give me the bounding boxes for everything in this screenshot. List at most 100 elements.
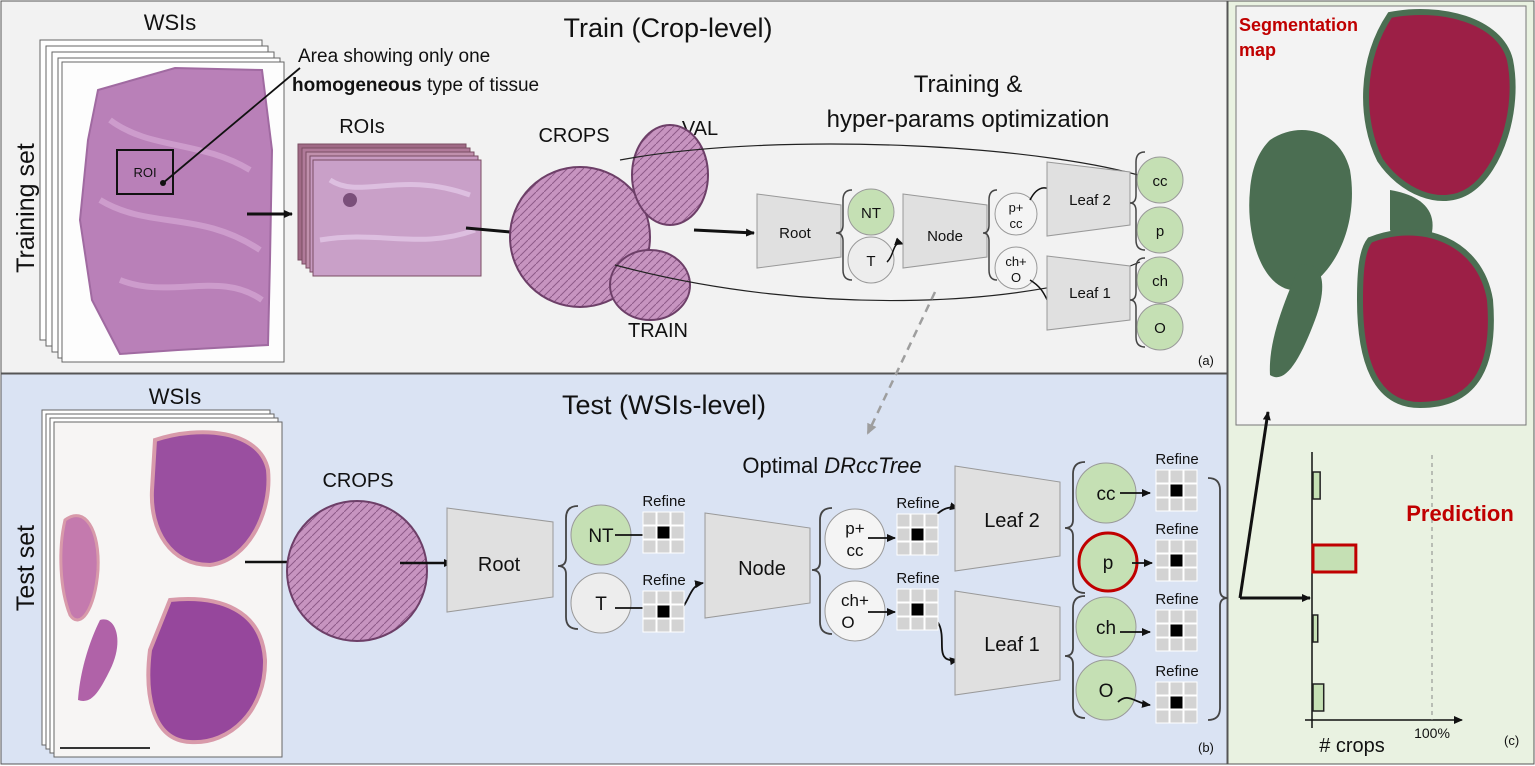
refine-cell: [642, 604, 657, 619]
svg-text:ch+: ch+: [841, 591, 869, 610]
svg-text:T: T: [866, 253, 875, 270]
refine-center-cell: [656, 525, 671, 540]
refine-cell: [642, 539, 657, 554]
train-root-block: [756, 193, 842, 269]
refine-cell: [1169, 539, 1184, 554]
rois-label: ROIs: [339, 116, 385, 138]
train-tissue: [78, 66, 274, 356]
roi-note-line2: homogeneous type of tissue: [292, 75, 539, 96]
train-wsis-label: WSIs: [144, 10, 197, 35]
train-leaf-cc: [1136, 156, 1184, 204]
refine-cell: [1155, 539, 1170, 554]
optim-line2: hyper-params optimization: [827, 106, 1110, 133]
train-leaf2-block: [1046, 161, 1131, 237]
optimal-tree-label: Optimal DRccTree: [742, 453, 921, 478]
refine-cell: [896, 527, 911, 542]
refine-cell: [1155, 681, 1170, 696]
test-wsis-label: WSIs: [149, 384, 202, 409]
svg-text:Leaf 1: Leaf 1: [984, 634, 1040, 656]
train-node-cho: [994, 246, 1038, 290]
chart-xlabel: # crops: [1319, 735, 1385, 757]
svg-text:cc: cc: [1010, 216, 1024, 231]
refine-cell: [896, 513, 911, 528]
refine-cell: [1155, 497, 1170, 512]
refine-cell: [642, 525, 657, 540]
refine-cell: [1169, 567, 1184, 582]
train-leaf-ch: [1136, 256, 1184, 304]
segmentation-map: [1249, 9, 1516, 409]
refine-grid-pcc: Refine: [896, 495, 940, 556]
svg-text:p+: p+: [845, 519, 864, 538]
refine-cell: [924, 602, 939, 617]
val-curve: [619, 143, 1161, 183]
refine-grid-p: Refine: [1155, 521, 1199, 582]
refine-cell: [1169, 609, 1184, 624]
test-leaf1-block: [954, 590, 1061, 696]
svg-text:O: O: [1154, 320, 1166, 337]
test-node-brace: [811, 507, 833, 635]
test-wsi-stack: [41, 409, 283, 758]
refine-label: Refine: [896, 570, 939, 587]
optim-line1: Training &: [914, 71, 1023, 98]
test-leaf-ch: [1075, 596, 1137, 658]
svg-text:cc: cc: [847, 541, 865, 560]
prediction-bar-p: [1311, 543, 1358, 574]
svg-text:T: T: [595, 594, 607, 615]
train-node-pcc: [994, 192, 1038, 236]
svg-text:Root: Root: [478, 554, 521, 576]
val-crops-cluster: [631, 124, 709, 226]
refine-label: Refine: [642, 493, 685, 510]
svg-text:NT: NT: [861, 205, 881, 222]
refine-grid-cho: Refine: [896, 570, 940, 631]
refine-cell: [642, 618, 657, 633]
model-transfer-arrow: [866, 291, 937, 435]
train-root-label: Root: [779, 225, 812, 242]
prediction-to-map-arrow: [1238, 411, 1271, 599]
refine-cell: [1169, 709, 1184, 724]
refine-cell: [1183, 609, 1198, 624]
refine-cell: [656, 539, 671, 554]
refine-cell: [1155, 695, 1170, 710]
test-root-block: [446, 507, 554, 613]
refine-grid-cc: Refine: [1155, 451, 1199, 512]
refine-cell: [896, 616, 911, 631]
refine-cell: [670, 511, 685, 526]
prediction-bar-cc: [1312, 471, 1321, 500]
refine-cell: [896, 588, 911, 603]
refine-cell: [1183, 469, 1198, 484]
refine-cell: [642, 590, 657, 605]
panel-b-tag: (b): [1198, 740, 1214, 755]
refine-cell: [1183, 483, 1198, 498]
refine-cell: [1183, 539, 1198, 554]
refine-cell: [1155, 637, 1170, 652]
refine-center-cell: [1169, 483, 1184, 498]
refine-cell: [1169, 469, 1184, 484]
svg-text:p: p: [1103, 553, 1114, 574]
test-node-t: [570, 572, 632, 634]
train-node-nt: [847, 188, 895, 236]
refine-cell: [1169, 497, 1184, 512]
prediction-bar-ch: [1312, 614, 1319, 643]
train-split-label: TRAIN: [628, 320, 688, 342]
refine-cell: [910, 616, 925, 631]
refine-cell: [924, 541, 939, 556]
test-leaf-p: [1077, 531, 1139, 593]
test-node-cho: [824, 580, 886, 642]
prediction-chart: [1305, 452, 1463, 728]
refine-cell: [924, 588, 939, 603]
refine-cell: [1155, 483, 1170, 498]
refine-cell: [1155, 553, 1170, 568]
train-leaf-p: [1136, 206, 1184, 254]
refine-center-cell: [910, 527, 925, 542]
test-tissue-left: [59, 514, 100, 622]
refine-grid-ch: Refine: [1155, 591, 1199, 652]
test-node-pcc: [824, 508, 886, 570]
refine-cell: [670, 525, 685, 540]
panel-a-tag: (a): [1198, 353, 1214, 368]
svg-text:O: O: [841, 613, 854, 632]
svg-text:Leaf 1: Leaf 1: [1069, 285, 1111, 302]
svg-text:Leaf 2: Leaf 2: [984, 510, 1040, 532]
train-node-brace: [982, 189, 998, 281]
